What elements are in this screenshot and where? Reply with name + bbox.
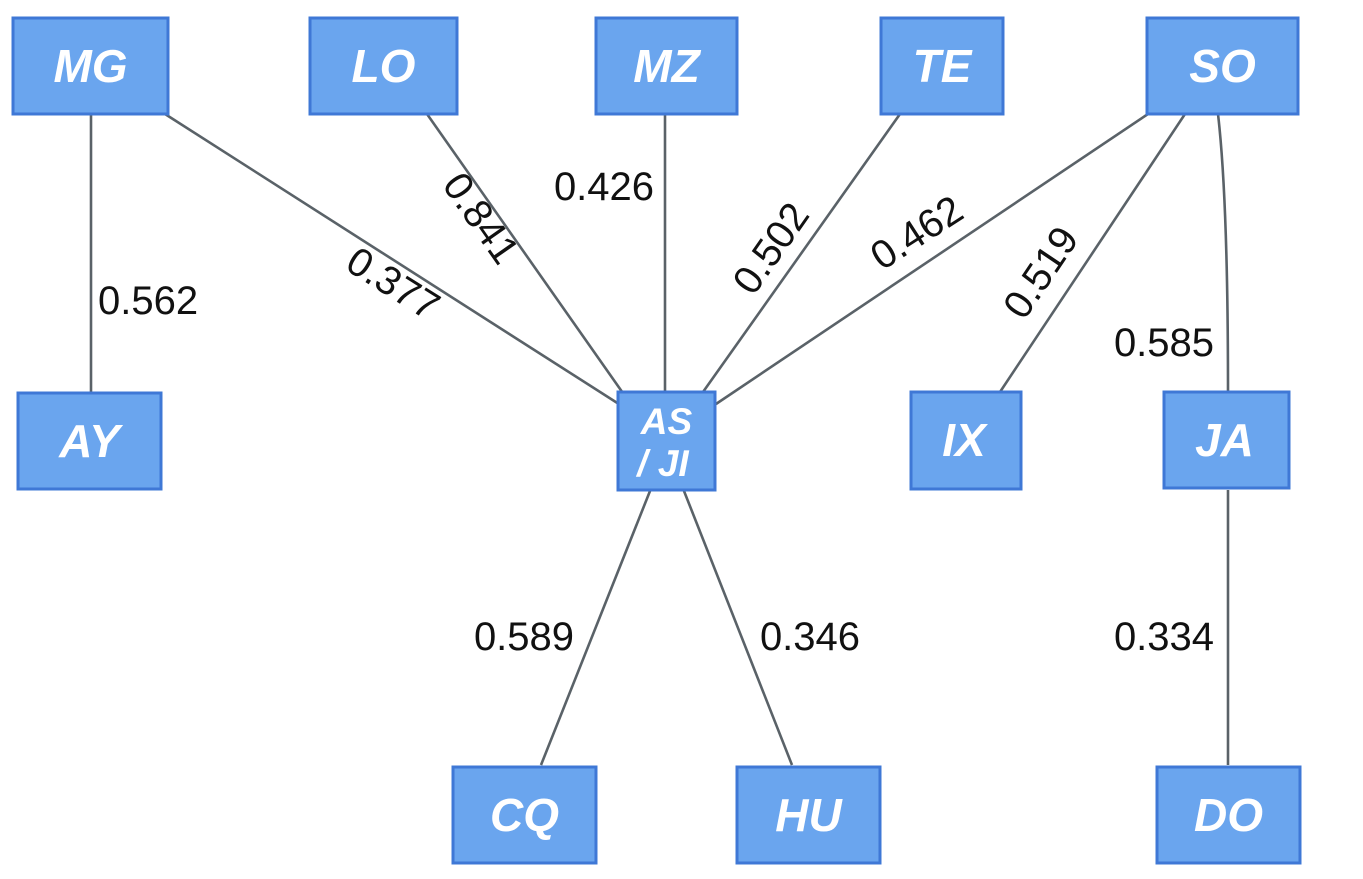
edge-weight-lo-asji: 0.841 — [434, 165, 527, 272]
edge-lo-asji — [425, 113, 627, 397]
edge-asji-hu — [682, 490, 794, 766]
edge-weight-mg-asji: 0.377 — [339, 239, 447, 329]
edges — [89, 112, 1230, 766]
node-ix[interactable]: IX — [909, 390, 1023, 491]
edge-weight-mz-asji: 0.426 — [554, 165, 654, 209]
node-mz[interactable]: MZ — [594, 16, 739, 116]
node-label: HU — [775, 789, 843, 841]
node-box — [16, 391, 163, 491]
node-do[interactable]: DO — [1155, 765, 1302, 865]
node-hu[interactable]: HU — [735, 765, 882, 865]
node-ay[interactable]: AY — [16, 391, 163, 491]
node-label: MG — [53, 40, 127, 92]
node-label: JA — [1195, 414, 1254, 466]
node-lo[interactable]: LO — [308, 16, 459, 116]
edge-so-asji — [715, 112, 1149, 406]
node-box — [909, 390, 1023, 491]
edge-weight-asji-hu: 0.346 — [760, 615, 860, 659]
node-box — [1145, 16, 1300, 116]
node-label-line-2: / JI — [635, 443, 689, 484]
node-box — [735, 765, 882, 865]
nodes: MG LO MZ TE SO AY AS / JI — [11, 16, 1302, 865]
node-label: AY — [58, 415, 124, 467]
node-label-line-1: AS — [640, 401, 693, 442]
node-label: MZ — [633, 40, 701, 92]
edge-asji-cq — [539, 490, 652, 766]
node-box — [879, 16, 1005, 116]
edge-weight-asji-cq: 0.589 — [474, 615, 574, 659]
node-so[interactable]: SO — [1145, 16, 1300, 116]
edge-so-ix — [998, 113, 1187, 393]
node-as-ji[interactable]: AS / JI — [616, 390, 717, 492]
node-te[interactable]: TE — [879, 16, 1005, 116]
node-label: TE — [913, 40, 973, 92]
edge-weight-ja-do: 0.334 — [1114, 615, 1214, 659]
edge-weight-so-asji: 0.462 — [863, 187, 971, 278]
edge-weight-so-ja: 0.585 — [1114, 321, 1214, 365]
node-label: IX — [942, 414, 988, 466]
edge-weight-mg-ay: 0.562 — [98, 279, 198, 323]
node-cq[interactable]: CQ — [451, 765, 598, 865]
node-ja[interactable]: JA — [1162, 390, 1291, 490]
node-box — [11, 16, 170, 116]
node-box — [451, 765, 598, 865]
node-mg[interactable]: MG — [11, 16, 170, 116]
node-box — [1162, 390, 1291, 490]
edge-mg-asji — [164, 112, 623, 408]
node-box — [594, 16, 739, 116]
node-label: CQ — [490, 789, 559, 841]
edge-te-asji — [701, 113, 902, 393]
node-box — [308, 16, 459, 116]
edge-so-ja — [1216, 113, 1230, 393]
node-label: SO — [1189, 40, 1256, 92]
node-box — [616, 390, 717, 492]
edge-weight-so-ix: 0.519 — [995, 219, 1087, 327]
node-label: LO — [352, 40, 416, 92]
node-box — [1155, 765, 1302, 865]
node-label: DO — [1194, 789, 1263, 841]
